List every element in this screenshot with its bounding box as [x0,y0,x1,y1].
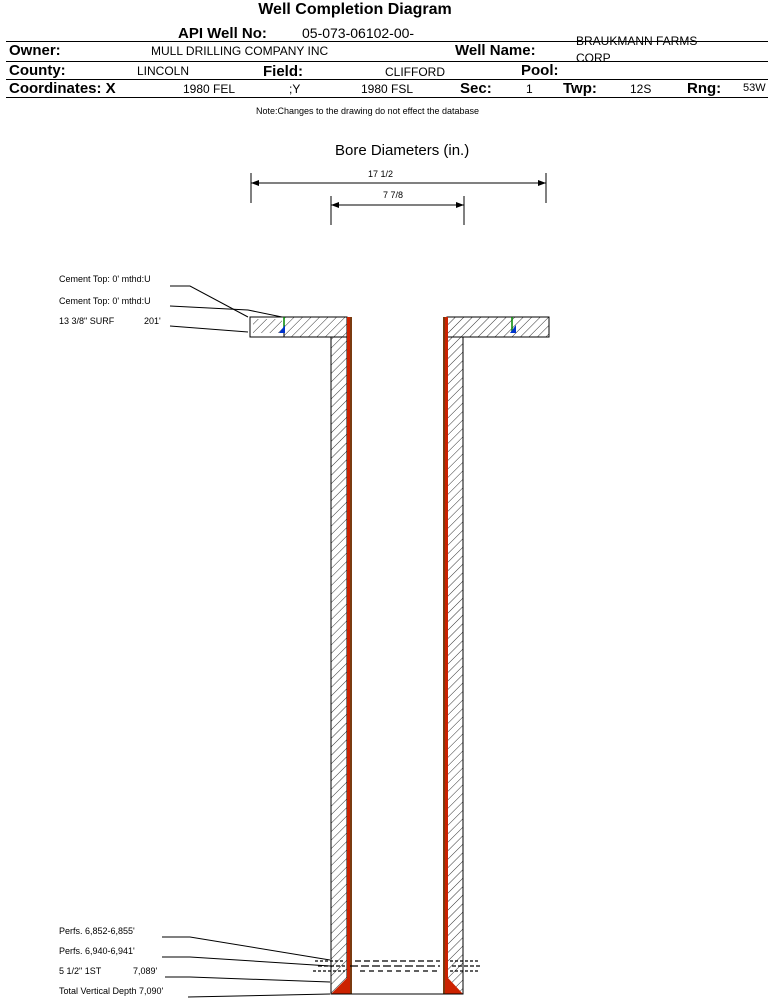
coordinates-label: Coordinates: X [9,80,116,97]
well-name-label: Well Name: [455,42,536,59]
diagram-title: Well Completion Diagram [258,1,452,18]
api-value: 05-073-06102-00- [302,25,415,41]
rng-label: Rng: [687,80,722,97]
bore-title: Bore Diameters (in.) [335,142,470,159]
sec-label: Sec: [460,80,492,97]
y-label: ;Y [289,82,301,96]
surface-casing-depth: 201' [144,316,161,326]
field-value: CLIFFORD [385,65,445,79]
note-text: Note:Changes to the drawing do not effec… [256,106,479,116]
header-rule-1 [6,41,768,42]
shoe-left [331,978,347,994]
header-rule-3 [6,79,768,80]
bore-outer-dimension [250,173,547,203]
owner-value: MULL DRILLING COMPANY INC [151,44,329,58]
total-vertical-depth: Total Vertical Depth 7,090' [59,986,164,996]
county-label: County: [9,62,66,79]
field-label: Field: [263,63,303,80]
wellbore-right-wall [443,317,464,995]
bore-outer-label: 17 1/2 [368,169,394,179]
production-casing-size: 5 1/2" 1ST [59,966,102,976]
perfs-label-2: Perfs. 6,940-6,941' [59,946,135,956]
perfs-label-1: Perfs. 6,852-6,855' [59,926,135,936]
pool-label: Pool: [521,62,559,79]
cement-top-label-1: Cement Top: 0' mthd:U [59,274,151,284]
surface-cement-left [249,316,348,338]
bore-inner-label: 7 7/8 [383,190,404,200]
leader-lines-bottom [162,936,331,998]
api-label: API Well No: [178,25,267,42]
wellbore-left-wall [330,317,352,995]
production-casing-depth: 7,089' [133,966,158,976]
twp-value: 12S [630,82,652,96]
x-value: 1980 FEL [183,82,236,96]
y-value: 1980 FSL [361,82,414,96]
well-name-value-line1: BRAUKMANN FARMS [576,34,698,48]
bore-inner-dimension [330,196,465,225]
surface-cement-right [446,316,550,338]
shoe-right [448,978,463,994]
sec-value: 1 [526,82,533,96]
perforations [313,960,480,972]
twp-label: Twp: [563,80,597,97]
surface-casing-size: 13 3/8" SURF [59,316,115,326]
county-value: LINCOLN [137,64,190,78]
owner-label: Owner: [9,42,61,59]
cement-top-label-2: Cement Top: 0' mthd:U [59,296,151,306]
header-rule-4 [6,97,768,98]
header-rule-2 [6,61,768,62]
rng-value: 53W [743,82,766,94]
leader-lines-top [169,285,283,333]
